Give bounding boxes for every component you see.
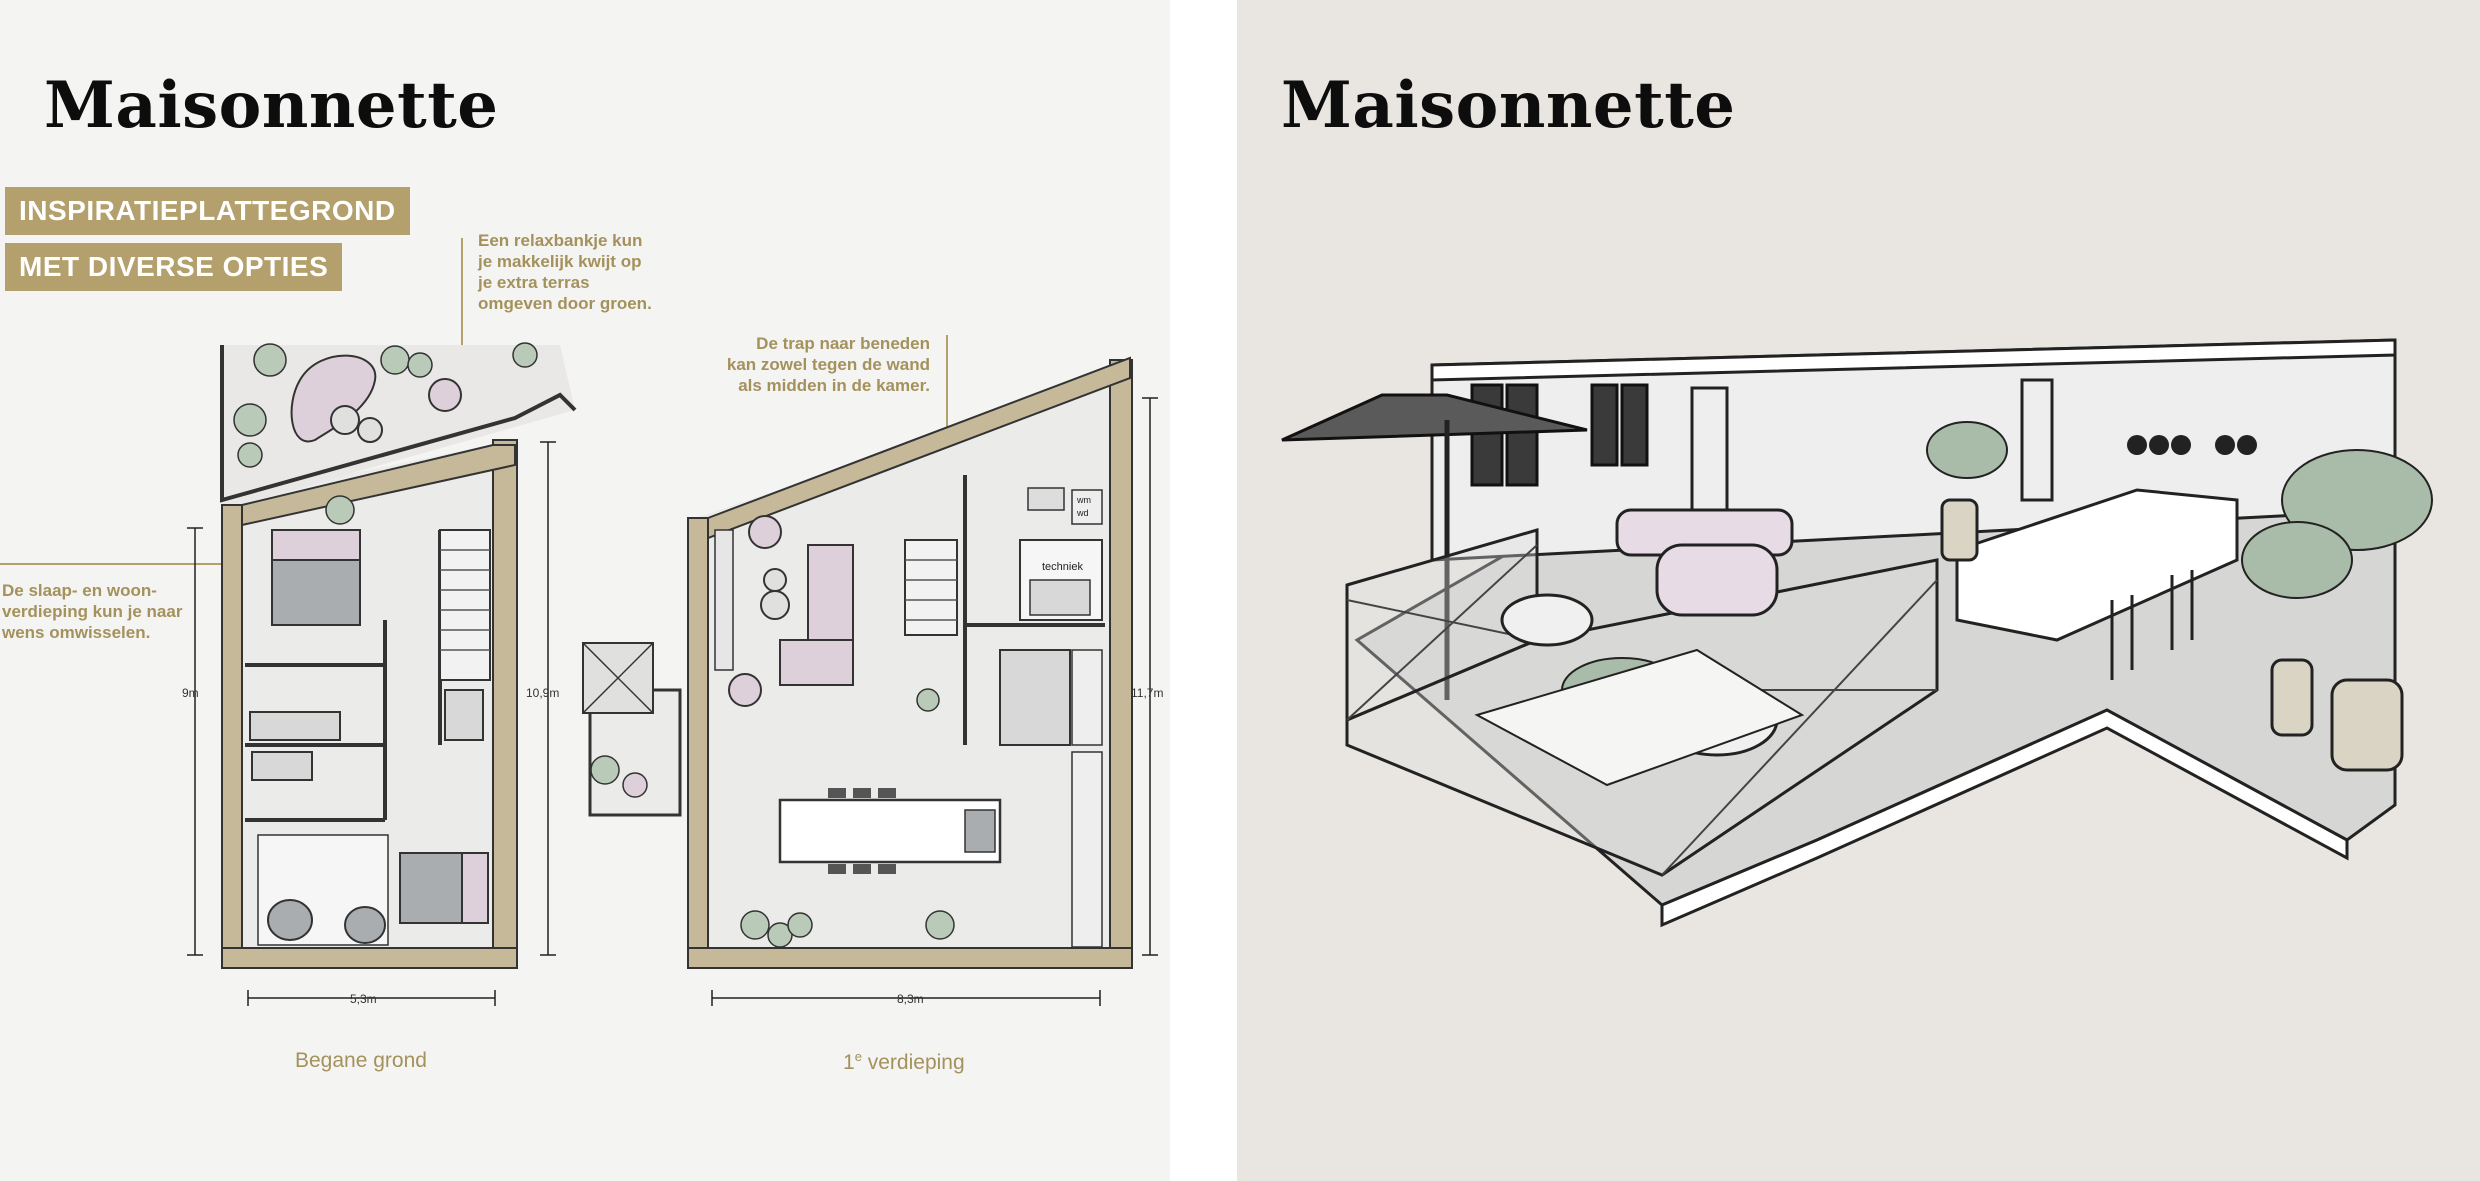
bathroom-counter <box>249 711 341 741</box>
banner-inspiratieplattegrond: INSPIRATIEPLATTEGROND <box>5 187 410 235</box>
parasol <box>1281 393 1588 442</box>
garden-wall <box>220 345 577 503</box>
ground-width-dim: 5,3m <box>350 992 377 1006</box>
dryer-label: wd <box>1076 508 1089 518</box>
floorplan-panel: Maisonnette INSPIRATIEPLATTEGROND MET DI… <box>0 0 1170 1181</box>
first-bottom-wall <box>687 947 1133 969</box>
note-slaap-woonverdieping: De slaap- en woon- verdieping kun je naa… <box>2 581 183 642</box>
illustration-title: Maisonnette <box>1281 68 1736 143</box>
kitchen-island <box>1955 488 2239 642</box>
banner-diverse-opties: MET DIVERSE OPTIES <box>5 243 343 291</box>
ground-floor-plan: 5,3m 9m 10,9m <box>182 342 577 1006</box>
first-top-wall <box>707 356 1131 540</box>
first-right-wall <box>1109 359 1133 969</box>
label-eerste-verdieping: 1e verdieping <box>843 1049 965 1074</box>
first-stairs <box>904 539 958 636</box>
note-trap: De trap naar beneden kan zowel tegen de … <box>726 334 930 395</box>
terrace-plan <box>582 642 682 817</box>
note-relaxbankje: Een relaxbankje kun je makkelijk kwijt o… <box>478 231 652 313</box>
ground-stairs <box>439 529 491 681</box>
balcony-rug <box>1474 648 1805 787</box>
first-floor-plan: techniek wm wd <box>687 356 1163 1006</box>
ground-bottom-wall <box>221 947 518 969</box>
apartment-3d-illustration <box>1281 338 2433 928</box>
floorplan-drawing: 5,3m 9m 10,9m <box>0 238 1163 1006</box>
techniek-label: techniek <box>1042 561 1083 573</box>
first-floor-plants <box>740 688 955 948</box>
first-depth-dim: 11,7m <box>1131 686 1163 700</box>
kitchen-unit <box>999 649 1071 746</box>
first-left-wall <box>687 517 709 969</box>
ground-depth-left-dim: 9m <box>182 686 199 700</box>
kitchen-island <box>778 798 1002 864</box>
illustration-panel: Maisonnette <box>1237 0 2480 1181</box>
ground-top-wall <box>241 444 516 527</box>
page-title: Maisonnette <box>44 68 499 143</box>
garden-plants <box>233 342 538 525</box>
label-begane-grond: Begane grond <box>295 1049 427 1072</box>
ground-right-wall <box>492 439 518 969</box>
washer <box>1071 489 1103 525</box>
pans <box>2127 435 2257 455</box>
ground-left-wall <box>221 504 243 969</box>
washer-label: wm <box>1076 495 1091 505</box>
ground-depth-right-dim: 10,9m <box>526 686 559 700</box>
first-width-dim: 8,3m <box>897 992 924 1006</box>
